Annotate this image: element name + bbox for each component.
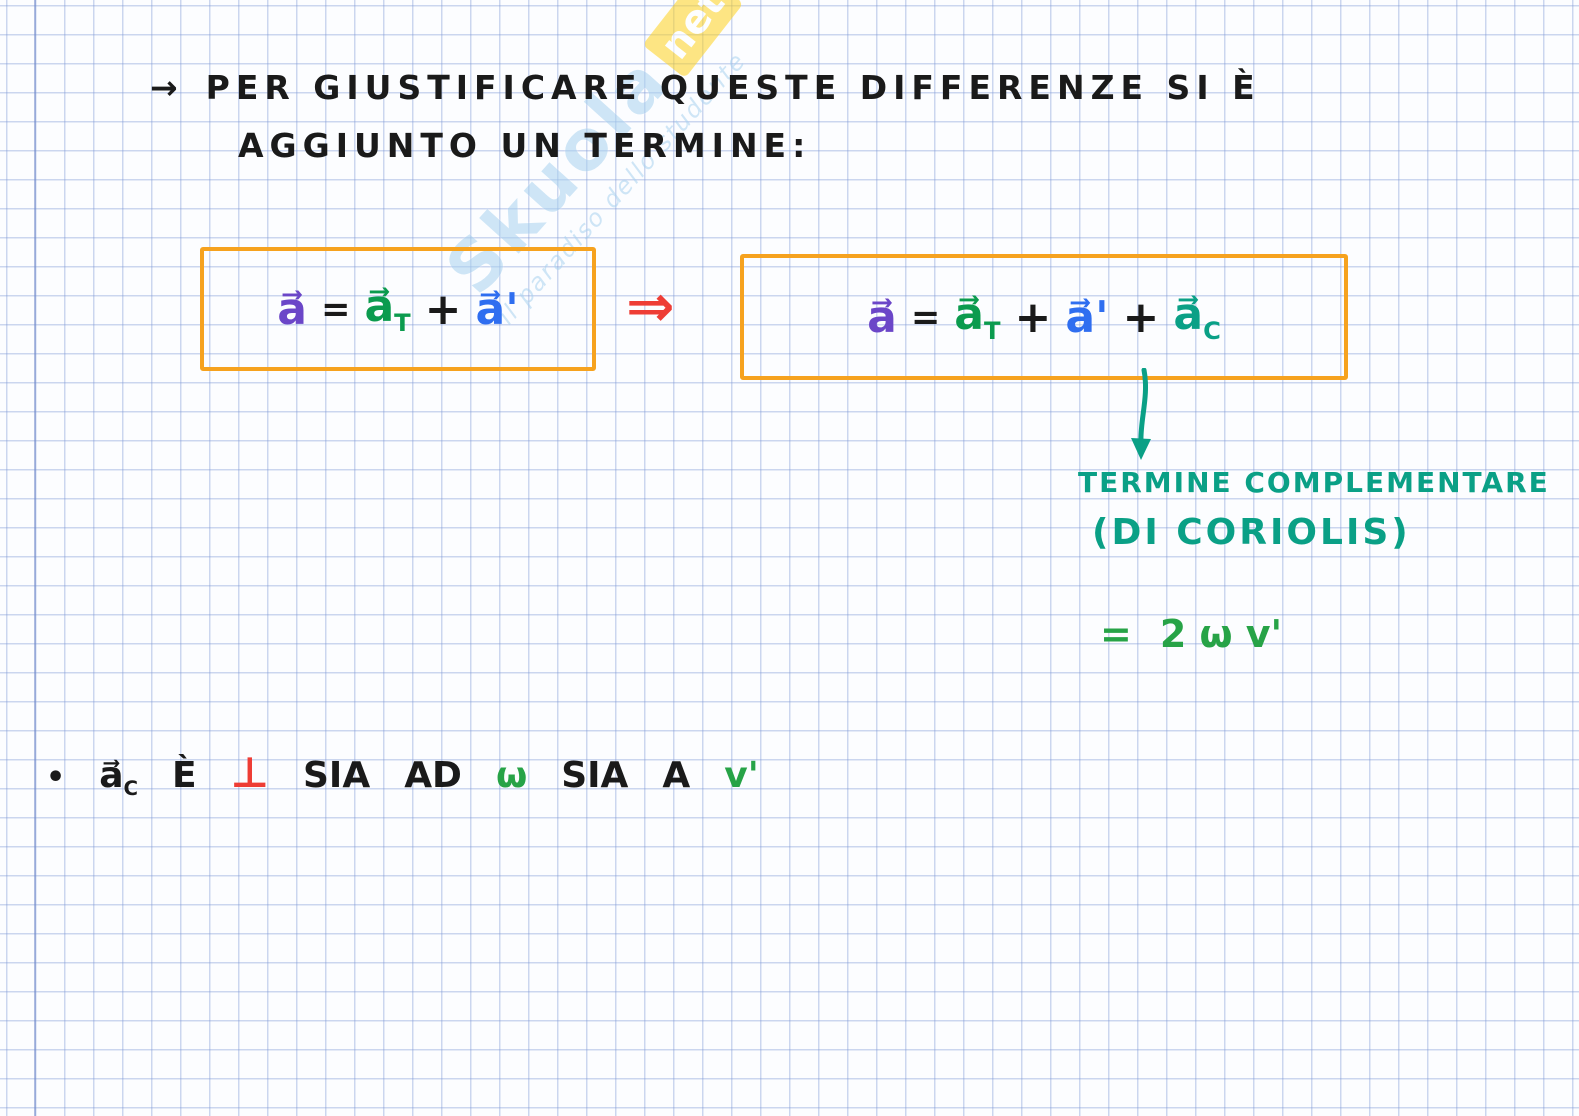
headline-line-2: AGGIUNTO UN TERMINE: (238, 126, 811, 165)
perpendicular-symbol: ⊥ (230, 748, 269, 797)
bullet-sia-2: SIA (561, 755, 629, 796)
equation-box-right: a⃗ = a⃗T + a⃗' + a⃗C (740, 254, 1348, 380)
bullet-a: A (662, 755, 691, 796)
eq-left-equals: = (320, 288, 351, 330)
bullet-dot: • (46, 760, 66, 795)
coriolis-pointer-arrow-icon (1131, 368, 1151, 460)
bullet-ad: AD (404, 755, 462, 796)
paper-margin-line (34, 0, 36, 1116)
headline-text-1: PER GIUSTIFICARE QUESTE DIFFERENZE SI È (205, 68, 1261, 107)
eq-right-plus-1: + (1014, 291, 1052, 343)
coriolis-label-line-1: TERMINE COMPLEMENTARE (1078, 466, 1550, 499)
eq-right-plus-2: + (1122, 291, 1160, 343)
headline-text-2: AGGIUNTO UN TERMINE: (238, 126, 812, 165)
perpendicularity-note: • a⃗C È ⊥ SIA AD ω SIA A v' (46, 748, 759, 800)
eq-left-term-relativa: a⃗' (475, 283, 519, 335)
implies-arrow-icon: ⇒ (626, 272, 675, 340)
bullet-omega: ω (495, 755, 528, 796)
eq-right-lhs-vector: a⃗ (867, 291, 897, 343)
eq-right-term-coriolis: a⃗C (1173, 289, 1221, 345)
eq-left-term-trascinamento: a⃗T (364, 281, 411, 337)
equation-box-left: a⃗ = a⃗T + a⃗' (200, 247, 596, 371)
eq-right-term-trascinamento: a⃗T (954, 289, 1001, 345)
eq-right-equals: = (910, 296, 941, 338)
coriolis-formula-value: 2 ω v' (1159, 612, 1283, 656)
headline-arrow-icon: → (150, 68, 184, 107)
bullet-coriolis-vector: a⃗C (99, 755, 139, 801)
coriolis-label-line-2: (DI CORIOLIS) (1092, 512, 1411, 553)
coriolis-formula: = 2 ω v' (1100, 612, 1282, 656)
eq-left-plus: + (424, 283, 462, 335)
bullet-v-prime: v' (724, 755, 759, 796)
bullet-sia-1: SIA (303, 755, 371, 796)
eq-left-lhs-vector: a⃗ (277, 283, 307, 335)
headline-line-1: → PER GIUSTIFICARE QUESTE DIFFERENZE SI … (150, 68, 1261, 107)
coriolis-formula-equals: = (1100, 612, 1132, 656)
eq-right-term-relativa: a⃗' (1065, 291, 1109, 343)
bullet-verb-e: È (172, 755, 197, 796)
